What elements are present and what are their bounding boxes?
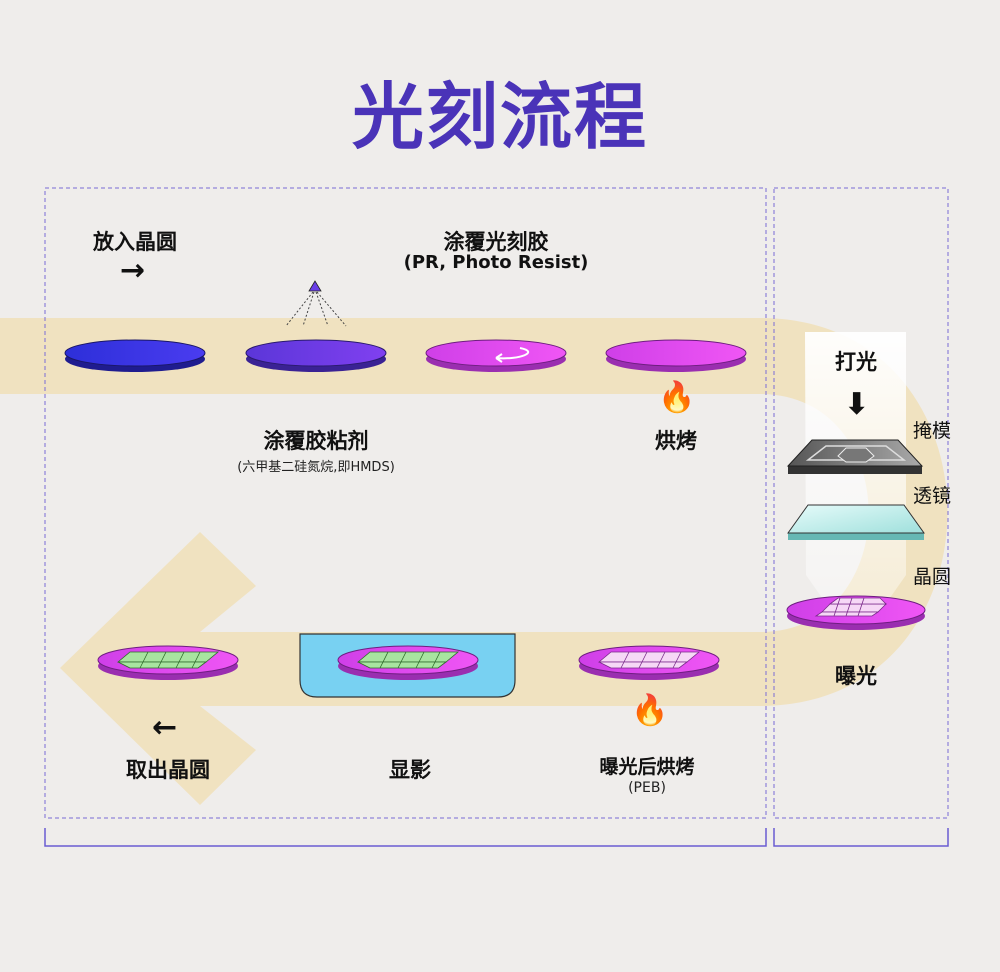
- label-exposure: 曝光: [835, 664, 877, 688]
- label-peb-sub: (PEB): [628, 780, 666, 796]
- label-wafer: 晶圆: [913, 566, 952, 588]
- label-coat-adhesion: 涂覆胶粘剂: [263, 429, 369, 453]
- photomask: [786, 439, 924, 474]
- lens: [787, 504, 925, 540]
- arrow-right-icon: →: [120, 253, 146, 288]
- wafer-exposure: [786, 595, 926, 630]
- wafer-photoresist: [425, 339, 567, 372]
- label-coat-photoresist-sub: (PR, Photo Resist): [403, 252, 589, 273]
- label-lens: 透镜: [913, 485, 952, 507]
- stage-brackets: [44, 828, 949, 847]
- label-bake: 烘烤: [655, 429, 697, 453]
- label-unload-wafer: 取出晶圆: [126, 758, 210, 782]
- wafer-loaded: [64, 339, 206, 372]
- flame-icon: 🔥: [658, 380, 696, 415]
- label-mask: 掩模: [913, 420, 952, 442]
- label-load-wafer: 放入晶圆: [93, 230, 177, 254]
- arrow-left-icon: ←: [152, 710, 178, 745]
- label-peb: 曝光后烘烤: [599, 756, 695, 778]
- wafer-unload: [97, 645, 239, 680]
- label-coat-adhesion-sub: (六甲基二硅氮烷,即HMDS): [237, 460, 395, 475]
- spray-nozzle-icon: [285, 280, 347, 327]
- page-title: 光刻流程: [351, 75, 648, 159]
- wafer-peb: [578, 645, 720, 680]
- flame-icon: 🔥: [631, 693, 669, 728]
- label-coat-photoresist: 涂覆光刻胶: [443, 230, 549, 254]
- wafer-develop: [337, 645, 479, 680]
- wafer-bake: [605, 339, 747, 372]
- wafer-hmds: [245, 339, 387, 372]
- label-expose-light: 打光: [835, 350, 877, 374]
- label-develop: 显影: [389, 758, 431, 782]
- stage-frames: [44, 187, 949, 819]
- arrow-down-icon: ⬇: [844, 387, 870, 422]
